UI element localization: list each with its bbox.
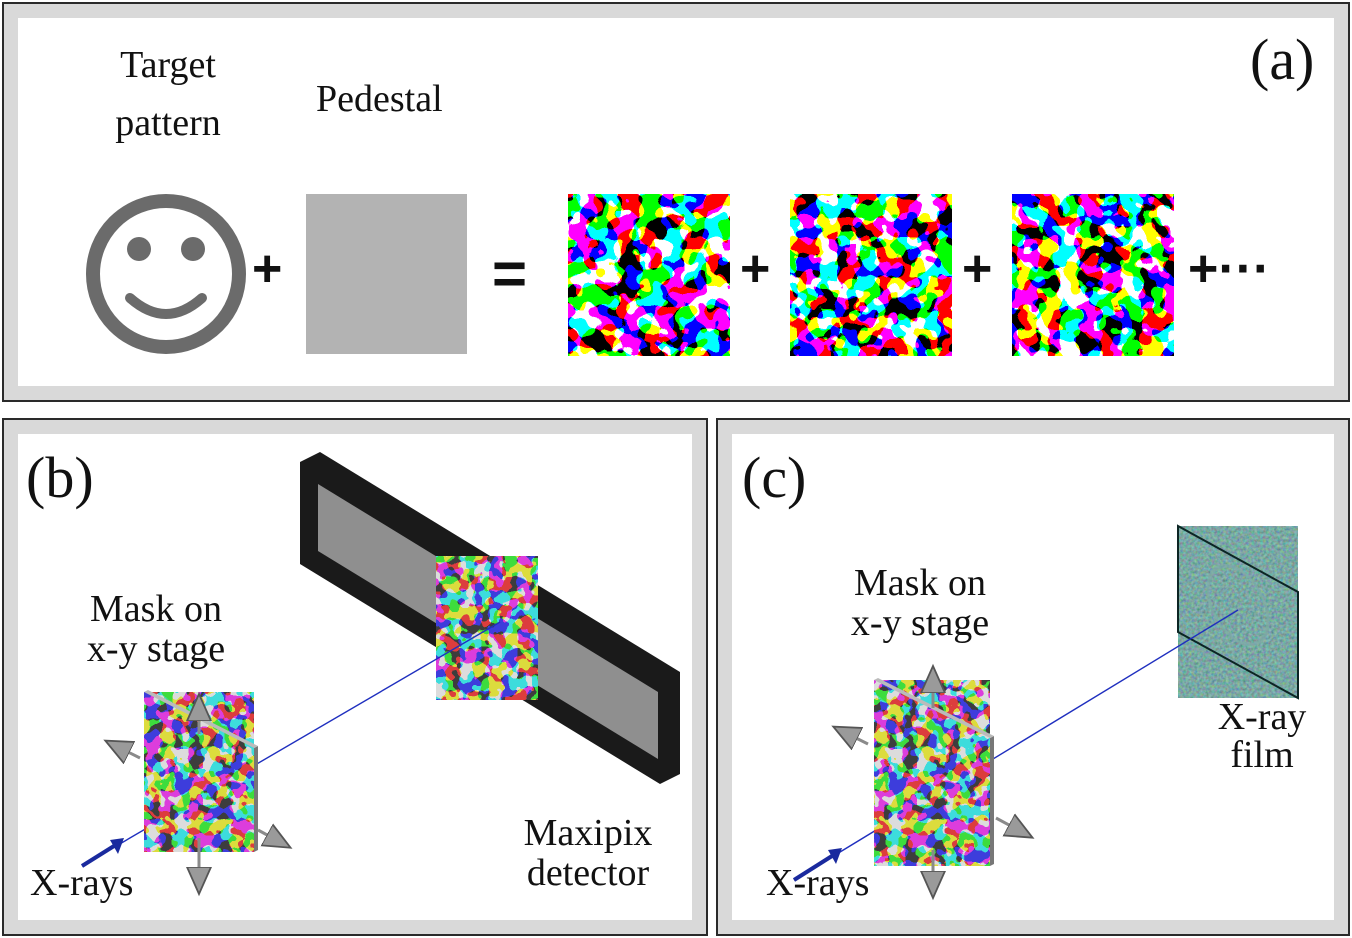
panel-b-graphics — [80, 452, 680, 920]
xray-arrow-icon — [792, 848, 842, 882]
panel-c-tag: (c) — [742, 445, 807, 510]
panel-a: (a) Target pattern Pedestal + = + + +··· — [2, 2, 1350, 402]
xray-film — [1177, 524, 1299, 700]
plus-sign-2: + — [740, 240, 771, 298]
panel-b-canvas: (b) — [18, 434, 692, 920]
panel-b: (b) — [2, 418, 708, 936]
equals-sign: = — [492, 240, 528, 307]
panel-a-tag: (a) — [1250, 27, 1315, 92]
mask-label-line1: Mask on — [90, 588, 222, 630]
stage-axis-arrow-icon — [844, 678, 1022, 886]
mask-label-line1: Mask on — [854, 562, 986, 604]
stage-axis-arrow-icon — [116, 706, 280, 882]
target-label-line2: pattern — [115, 102, 221, 144]
mask-label-line2: x-y stage — [86, 628, 226, 670]
film-label-line1: X-ray — [1217, 696, 1307, 738]
smiley-icon — [86, 194, 246, 354]
panel-b-tag: (b) — [26, 445, 94, 510]
pedestal-label: Pedestal — [316, 78, 443, 120]
detector-label-line1: Maxipix — [523, 812, 653, 854]
plus-ellipsis: +··· — [1188, 240, 1271, 298]
binary-pattern-3 — [1012, 194, 1174, 356]
panel-a-canvas: (a) Target pattern Pedestal + = + + +··· — [18, 18, 1334, 386]
mask-label-line2: x-y stage — [850, 602, 990, 644]
binary-pattern-2 — [790, 194, 952, 356]
xrays-label: X-rays — [30, 862, 134, 904]
maxipix-detector — [300, 452, 680, 784]
panel-a-graphics — [86, 194, 1174, 356]
plus-sign-3: + — [962, 240, 993, 298]
panel-c-canvas: (c) — [732, 434, 1334, 920]
xrays-label: X-rays — [766, 862, 870, 904]
xray-beam — [793, 609, 1239, 881]
mask-on-stage — [144, 690, 258, 852]
target-label-line1: Target — [120, 44, 216, 86]
pedestal-square — [306, 194, 467, 354]
detector-label-line2: detector — [526, 852, 650, 894]
film-label-line2: film — [1230, 734, 1294, 776]
panel-c-graphics — [792, 524, 1299, 920]
xray-arrow-icon — [80, 838, 124, 868]
xray-beam — [81, 621, 501, 867]
plus-sign-1: + — [252, 240, 283, 298]
panel-c: (c) — [716, 418, 1350, 936]
binary-pattern-1 — [568, 194, 730, 356]
